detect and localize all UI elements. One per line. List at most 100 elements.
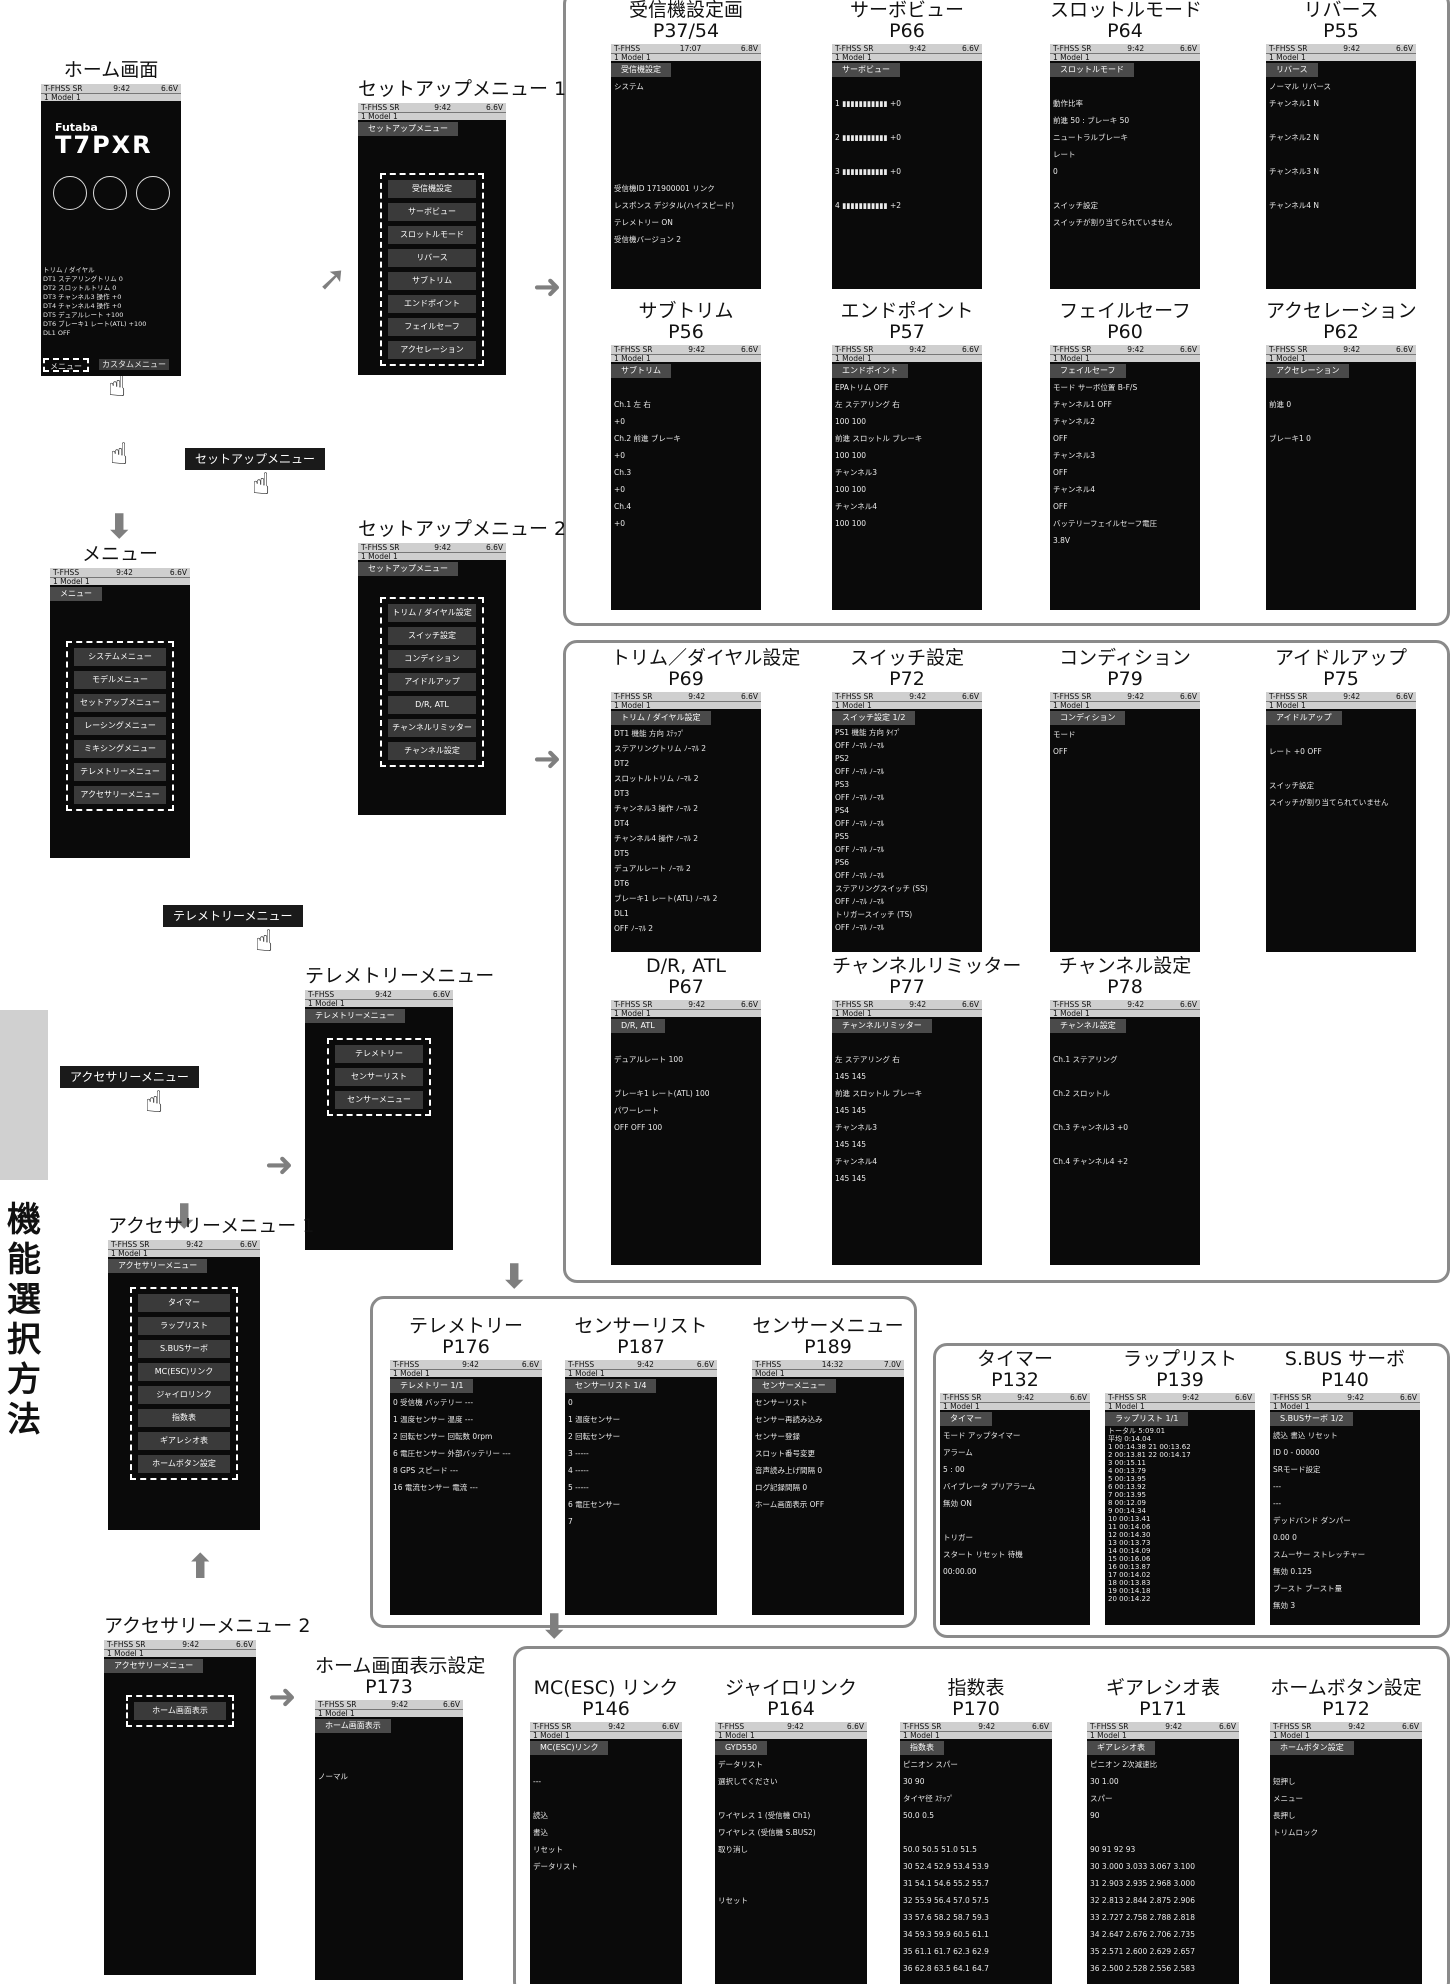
setting-row[interactable]: ブレーキ1 レート(ATL) 100 (614, 1089, 710, 1098)
setting-row[interactable]: 無効 3 (1273, 1601, 1296, 1610)
setting-row[interactable]: OFF ﾉｰﾏﾙ ﾉｰﾏﾙ (835, 793, 885, 802)
menu-item[interactable]: チャンネル設定 (388, 742, 476, 760)
setting-row[interactable]: 14 00:14.09 (1108, 1547, 1151, 1555)
menu-item[interactable]: MC(ESC)リンク (138, 1363, 230, 1381)
setting-row[interactable]: ID 0 - 00000 (1273, 1448, 1320, 1457)
setting-row[interactable]: 無効 0.125 (1273, 1567, 1312, 1576)
setting-row[interactable]: OFF (1053, 747, 1068, 756)
menu-item[interactable]: サブトリム (388, 272, 476, 290)
setting-row[interactable]: センサーリスト (755, 1398, 808, 1407)
setting-row[interactable]: 33 2.727 2.758 2.788 2.818 (1090, 1913, 1195, 1922)
menu-item[interactable]: チャンネルリミッター (388, 719, 476, 737)
setting-row[interactable]: パワーレート (614, 1106, 659, 1115)
setting-row[interactable]: 8 GPS スピード --- (393, 1466, 459, 1475)
setting-row[interactable]: チャンネル2 N (1269, 133, 1320, 142)
setting-row[interactable]: バイブレータ プリアラーム (943, 1482, 1036, 1491)
setting-row[interactable]: 1 ▮▮▮▮▮▮▮▮▮▮▮ +0 (835, 99, 901, 108)
setting-row[interactable]: チャンネル4 (1053, 485, 1096, 494)
menu-item[interactable]: ギアレシオ表 (138, 1432, 230, 1450)
setting-row[interactable]: 4 00:13.79 (1108, 1467, 1146, 1475)
setting-row[interactable]: 前進 0 (1269, 400, 1292, 409)
setting-row[interactable]: OFF (1053, 434, 1068, 443)
menu-item[interactable]: スロットルモード (388, 226, 476, 244)
menu-item[interactable]: サーボビュー (388, 203, 476, 221)
setting-row[interactable]: モード (1053, 730, 1076, 739)
setting-row[interactable]: 1 温度センサー 温度 --- (393, 1415, 474, 1424)
setting-row[interactable]: 3 ----- (568, 1449, 589, 1458)
setting-row[interactable]: 145 145 (835, 1072, 867, 1081)
setting-row[interactable] (530, 1790, 682, 1807)
setting-row[interactable]: 31 54.1 54.6 55.2 55.7 (903, 1879, 989, 1888)
menu-item[interactable]: ラップリスト (138, 1317, 230, 1335)
setting-row[interactable]: トリガー (943, 1533, 973, 1542)
setting-row[interactable]: 50.0 50.5 51.0 51.5 (903, 1845, 977, 1854)
setting-row[interactable]: Ch.4 (614, 502, 632, 511)
setting-row[interactable]: DT2 (614, 759, 630, 768)
setting-row[interactable]: デュアルレート 100 (614, 1055, 683, 1064)
setting-row[interactable] (315, 1751, 463, 1768)
setting-row[interactable]: 6 電圧センサー 外部バッテリー --- (393, 1449, 511, 1458)
setting-row[interactable]: DL1 (614, 909, 629, 918)
menu-item[interactable]: モデルメニュー (74, 671, 166, 689)
setting-row[interactable]: ステアリングスイッチ (SS) (835, 884, 928, 893)
menu-item[interactable]: エンドポイント (388, 295, 476, 313)
menu-item[interactable]: セットアップメニュー (74, 694, 166, 712)
setting-row[interactable]: 2 00:13.81 22 00:14.17 (1108, 1451, 1191, 1459)
setting-row[interactable]: 0 (1053, 167, 1058, 176)
setting-row[interactable]: 35 2.571 2.600 2.629 2.657 (1090, 1947, 1195, 1956)
menu-item[interactable]: ジャイロリンク (138, 1386, 230, 1404)
setting-row[interactable]: OFF ﾉｰﾏﾙ ﾉｰﾏﾙ (835, 741, 885, 750)
setting-row[interactable]: 90 (1090, 1811, 1100, 1820)
setting-row[interactable]: ピニオン 2次減速比 (1090, 1760, 1158, 1769)
menu-item[interactable]: センサーメニュー (335, 1091, 423, 1109)
setting-row[interactable]: 前進 50 : ブレーキ 50 (1053, 116, 1130, 125)
setting-row[interactable]: ノーマル リバース (1269, 82, 1332, 91)
setting-row[interactable]: 145 145 (835, 1174, 867, 1183)
setting-row[interactable]: DT5 (614, 849, 630, 858)
setting-row[interactable]: チャンネル2 (1053, 417, 1096, 426)
setting-row[interactable] (832, 180, 982, 197)
setting-row[interactable]: ログ記録間隔 0 (755, 1483, 808, 1492)
setting-row[interactable]: 100 100 (835, 451, 867, 460)
setting-row[interactable]: 受信機バージョン 2 (614, 235, 682, 244)
setting-row[interactable] (715, 1858, 867, 1875)
setting-row[interactable]: PS1 機能 方向 ﾀｲﾌﾟ (835, 728, 902, 737)
setting-row[interactable]: 30 90 (903, 1777, 925, 1786)
setting-row[interactable] (1050, 1102, 1200, 1119)
setting-row[interactable]: レート (1053, 150, 1076, 159)
setting-row[interactable]: OFF ﾉｰﾏﾙ 2 (614, 924, 654, 933)
setting-row[interactable]: DT1 機能 方向 ｽﾃｯﾌﾟ (614, 729, 686, 738)
setting-row[interactable] (530, 1756, 682, 1773)
setting-row[interactable]: スイッチ設定 (1053, 201, 1098, 210)
menu-item[interactable]: ホームボタン設定 (138, 1455, 230, 1473)
setting-row[interactable]: データリスト (533, 1862, 578, 1871)
setting-row[interactable]: OFF ﾉｰﾏﾙ ﾉｰﾏﾙ (835, 845, 885, 854)
setting-row[interactable]: DT4 (614, 819, 630, 828)
setting-row[interactable]: リセット (533, 1845, 563, 1854)
setting-row[interactable]: システム (614, 82, 644, 91)
setting-row[interactable] (832, 1034, 982, 1051)
setting-row[interactable]: ワイヤレス (受信機 S.BUS2) (718, 1828, 816, 1837)
setting-row[interactable]: 読込 書込 リセット (1273, 1431, 1338, 1440)
menu-item[interactable]: コンディション (388, 650, 476, 668)
setting-row[interactable]: 20 00:14.22 (1108, 1595, 1151, 1603)
setting-row[interactable]: チャンネル3 (1053, 451, 1096, 460)
setting-row[interactable]: 16 電流センサー 電流 --- (393, 1483, 478, 1492)
setting-row[interactable]: ステアリングトリム ﾉｰﾏﾙ 2 (614, 744, 707, 753)
setting-row[interactable]: トリムロック (1273, 1828, 1318, 1837)
setting-row[interactable]: チャンネル4 N (1269, 201, 1320, 210)
setting-row[interactable]: 左 ステアリング 右 (835, 1055, 900, 1064)
menu-item[interactable]: テレメトリーメニュー (74, 763, 166, 781)
setting-row[interactable]: +0 (614, 519, 626, 528)
setting-row[interactable] (611, 146, 761, 163)
setting-row[interactable]: チャンネル3 操作 ﾉｰﾏﾙ 2 (614, 804, 698, 813)
setting-row[interactable]: 書込 (533, 1828, 548, 1837)
setting-row[interactable]: 32 55.9 56.4 57.0 57.5 (903, 1896, 989, 1905)
setting-row[interactable]: Ch.1 ステアリング (1053, 1055, 1118, 1064)
setting-row[interactable]: +0 (614, 451, 626, 460)
setting-row[interactable]: メニュー (1273, 1794, 1303, 1803)
setting-row[interactable]: OFF (1053, 468, 1068, 477)
setting-row[interactable]: 5 : 00 (943, 1465, 965, 1474)
setting-row[interactable]: 7 00:13.95 (1108, 1491, 1146, 1499)
menu-item[interactable]: タイマー (138, 1294, 230, 1312)
